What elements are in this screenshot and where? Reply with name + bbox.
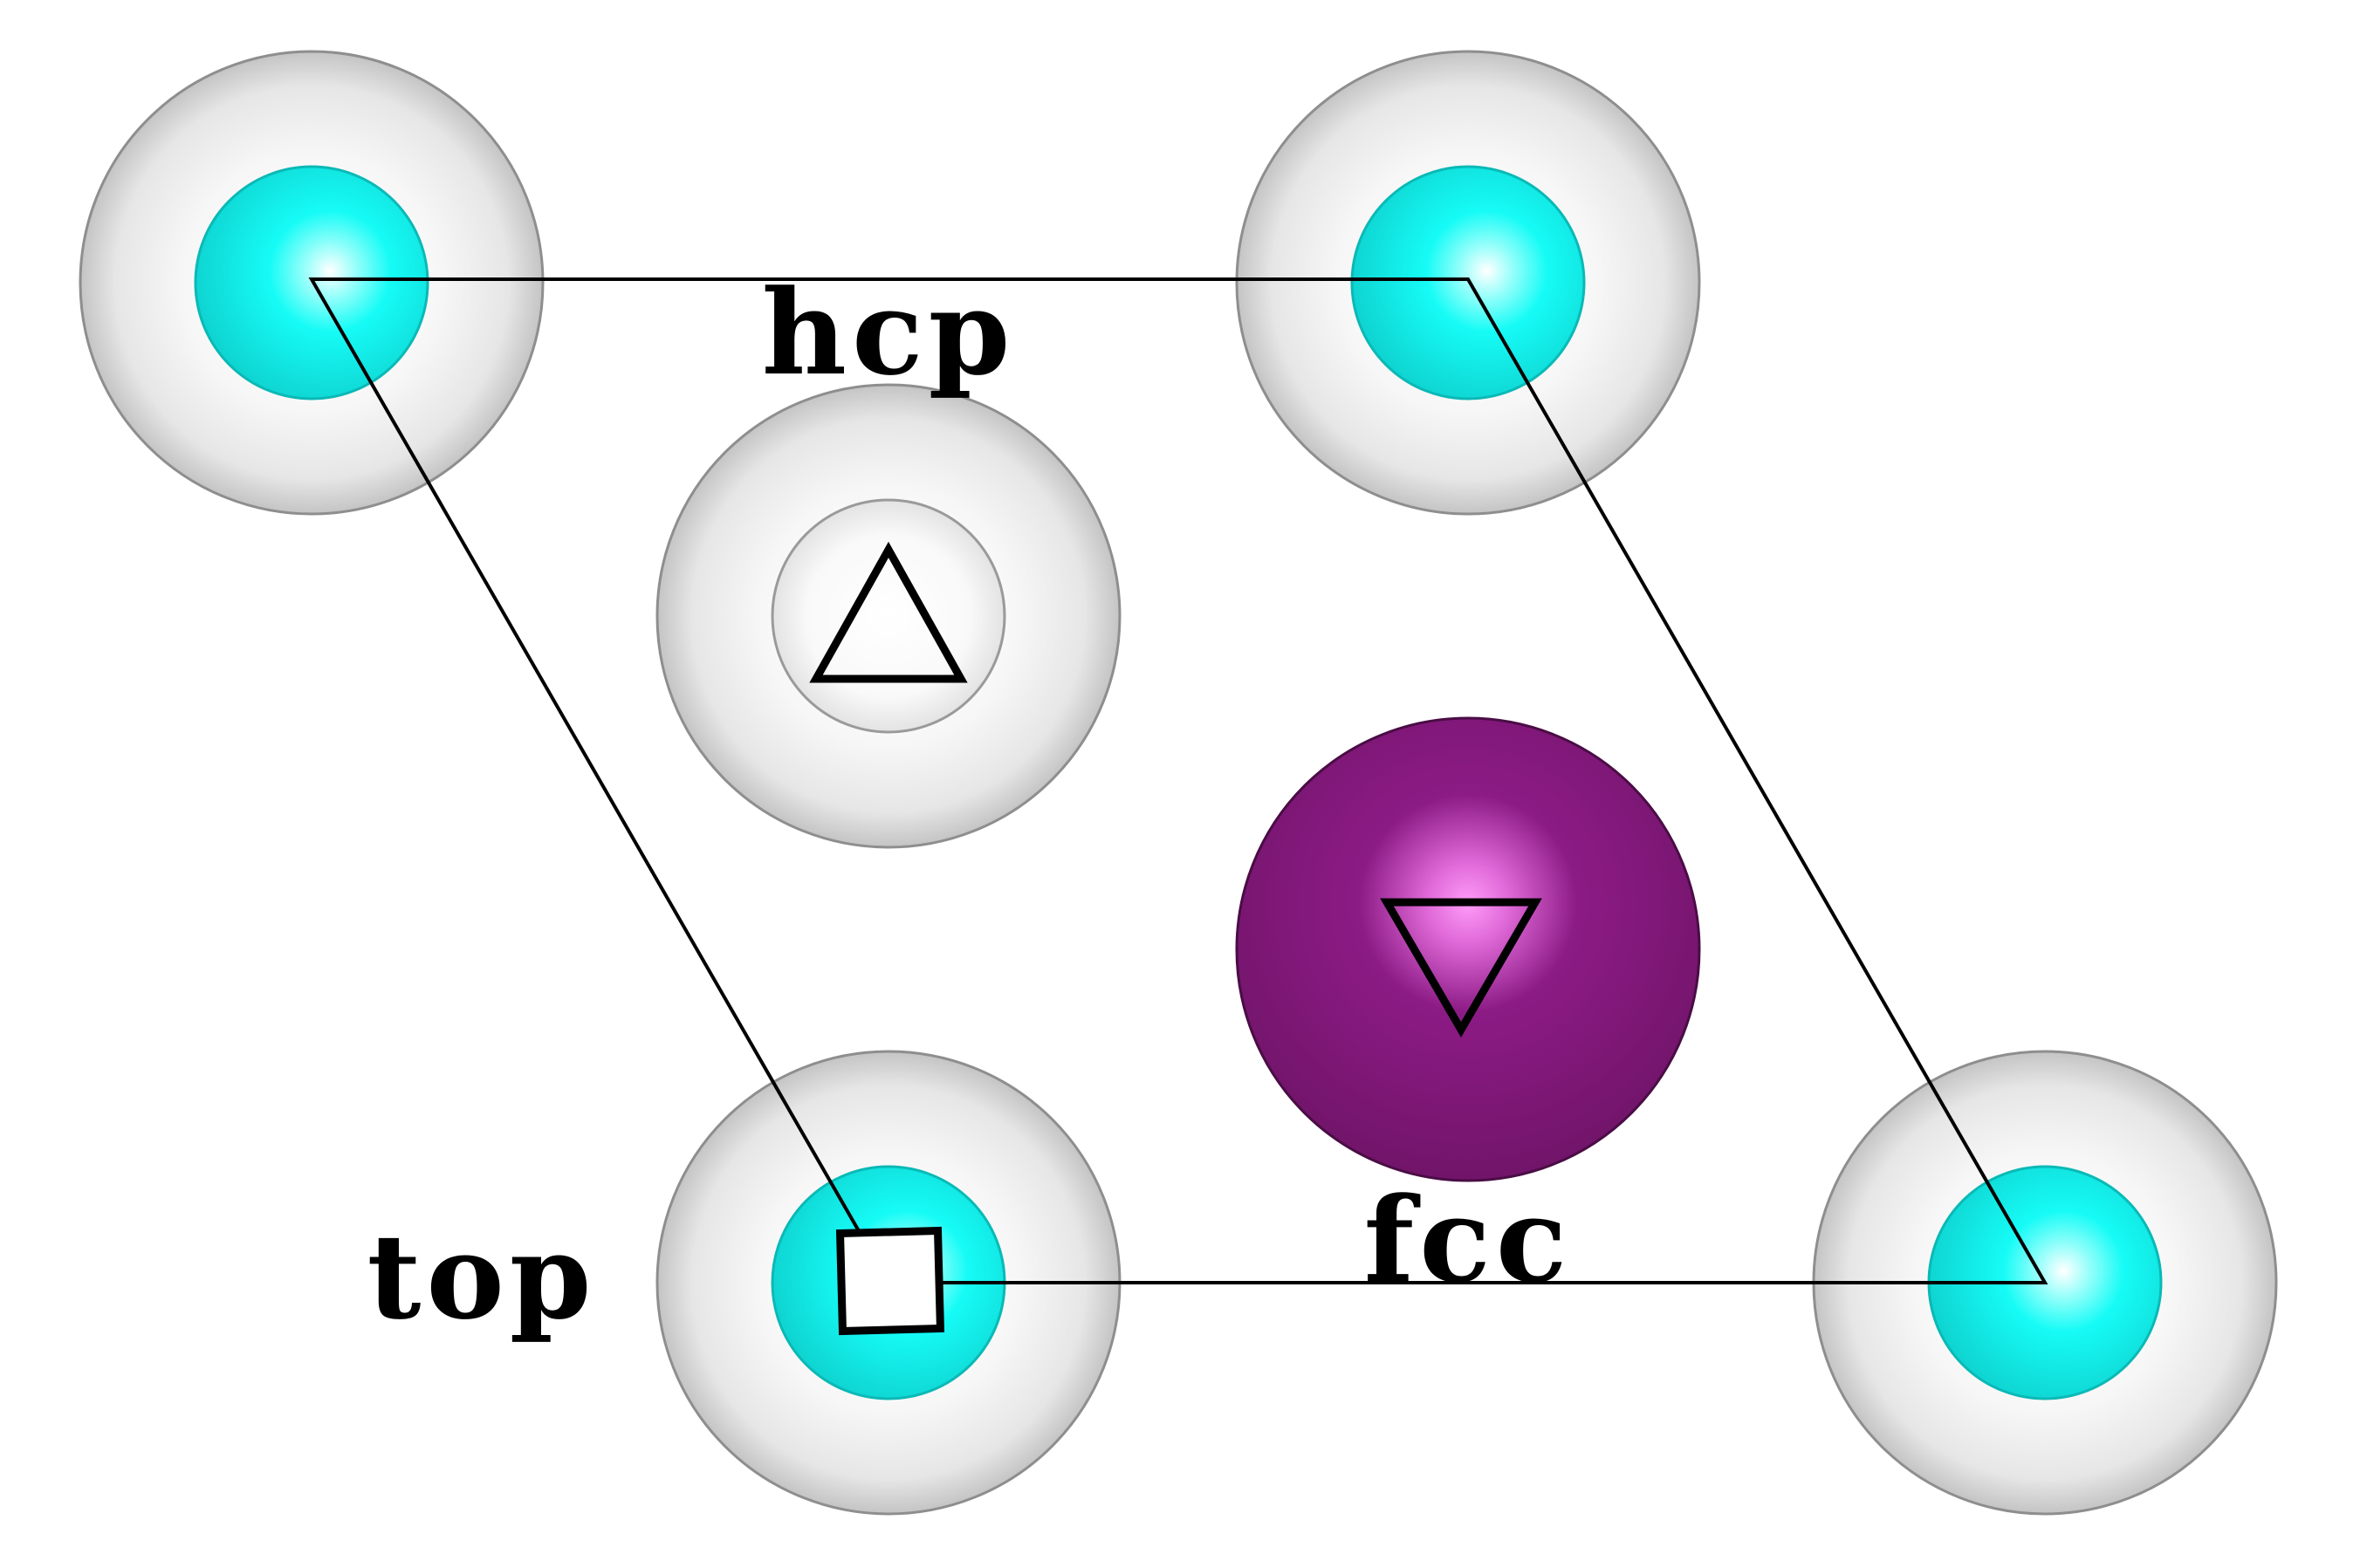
label-hcp: hcp [762, 264, 1016, 401]
atom-subsurface-hcp [655, 383, 1122, 849]
triangle-down-icon [1380, 898, 1542, 1037]
label-fcc: fcc [1364, 1171, 1573, 1309]
square-icon [835, 1226, 945, 1336]
label-top: top [367, 1208, 597, 1345]
atom-adsorbate-fcc [1235, 716, 1701, 1182]
unit-cell-outline [308, 277, 2048, 1284]
triangle-up-icon [809, 541, 968, 683]
